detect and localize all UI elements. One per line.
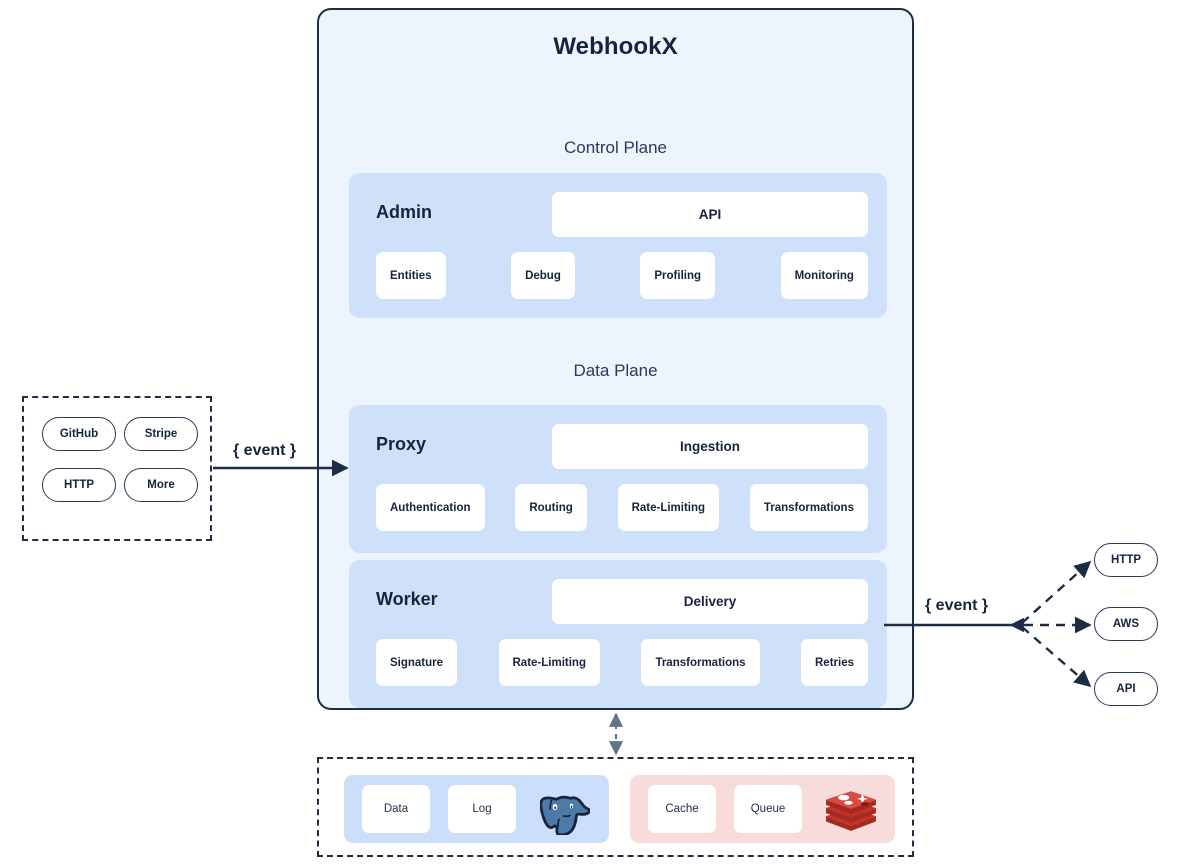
subcard-signature[interactable]: Signature bbox=[376, 639, 458, 686]
panel-proxy-title: Proxy bbox=[376, 434, 427, 454]
edge-label-event-in: { event } bbox=[233, 442, 297, 459]
destination-pill-http[interactable]: HTTP bbox=[1094, 543, 1158, 577]
destination-pill-aws[interactable]: AWS bbox=[1094, 607, 1158, 641]
panel-admin-title: Admin bbox=[376, 202, 432, 222]
subcard-monitoring[interactable]: Monitoring bbox=[780, 252, 868, 299]
redis-logo bbox=[824, 781, 878, 837]
panel-worker-title: Worker bbox=[376, 589, 438, 609]
subcard-authentication[interactable]: Authentication bbox=[376, 484, 485, 531]
store-card-queue[interactable]: Queue bbox=[734, 785, 802, 833]
subcard-transformations-worker[interactable]: Transformations bbox=[641, 639, 760, 686]
data-plane-label: Data Plane bbox=[573, 361, 658, 380]
page-title: WebhookX bbox=[553, 33, 678, 60]
store-card-cache[interactable]: Cache bbox=[648, 785, 716, 833]
store-card-log[interactable]: Log bbox=[448, 785, 516, 833]
card-api[interactable]: API bbox=[552, 192, 868, 237]
control-plane-label: Control Plane bbox=[563, 138, 667, 157]
panel-worker-subcards: Signature Rate-Limiting Transformations … bbox=[376, 639, 868, 686]
postgresql-logo bbox=[538, 781, 592, 837]
edge-label-event-out: { event } bbox=[925, 597, 989, 614]
subcard-transformations-proxy[interactable]: Transformations bbox=[749, 484, 868, 531]
destination-pill-api[interactable]: API bbox=[1094, 672, 1158, 706]
cache-group: Cache Queue bbox=[630, 775, 895, 843]
database-group: Data Log bbox=[344, 775, 609, 843]
panel-worker: Worker Delivery Signature Rate-Limiting … bbox=[349, 560, 887, 708]
card-delivery[interactable]: Delivery bbox=[552, 579, 868, 624]
subcard-profiling[interactable]: Profiling bbox=[640, 252, 716, 299]
subcard-routing[interactable]: Routing bbox=[515, 484, 587, 531]
edge-to-api bbox=[1021, 626, 1092, 688]
card-ingestion[interactable]: Ingestion bbox=[552, 424, 868, 469]
panel-proxy: Proxy Ingestion Authentication Routing R… bbox=[349, 405, 887, 553]
subcard-entities[interactable]: Entities bbox=[376, 252, 446, 299]
subcard-debug[interactable]: Debug bbox=[511, 252, 575, 299]
subcard-retries[interactable]: Retries bbox=[801, 639, 868, 686]
store-card-data[interactable]: Data bbox=[362, 785, 430, 833]
webhookx-container: WebhookX Control Plane Admin API Entitie… bbox=[317, 8, 914, 710]
panel-admin-subcards: Entities Debug Profiling Monitoring bbox=[376, 252, 868, 299]
sources-group: GitHub Stripe HTTP More bbox=[22, 396, 212, 541]
subcard-rate-limiting-proxy[interactable]: Rate-Limiting bbox=[617, 484, 720, 531]
source-pill-http[interactable]: HTTP bbox=[42, 468, 116, 502]
subcard-rate-limiting-worker[interactable]: Rate-Limiting bbox=[498, 639, 600, 686]
edge-to-http bbox=[1021, 560, 1092, 624]
source-pill-github[interactable]: GitHub bbox=[42, 417, 116, 451]
panel-proxy-subcards: Authentication Routing Rate-Limiting Tra… bbox=[376, 484, 868, 531]
sources-list: GitHub Stripe HTTP More bbox=[42, 417, 198, 502]
source-pill-more[interactable]: More bbox=[124, 468, 198, 502]
source-pill-stripe[interactable]: Stripe bbox=[124, 417, 198, 451]
panel-admin: Admin API Entities Debug Profiling Monit… bbox=[349, 173, 887, 318]
storage-group: Data Log bbox=[317, 757, 914, 857]
